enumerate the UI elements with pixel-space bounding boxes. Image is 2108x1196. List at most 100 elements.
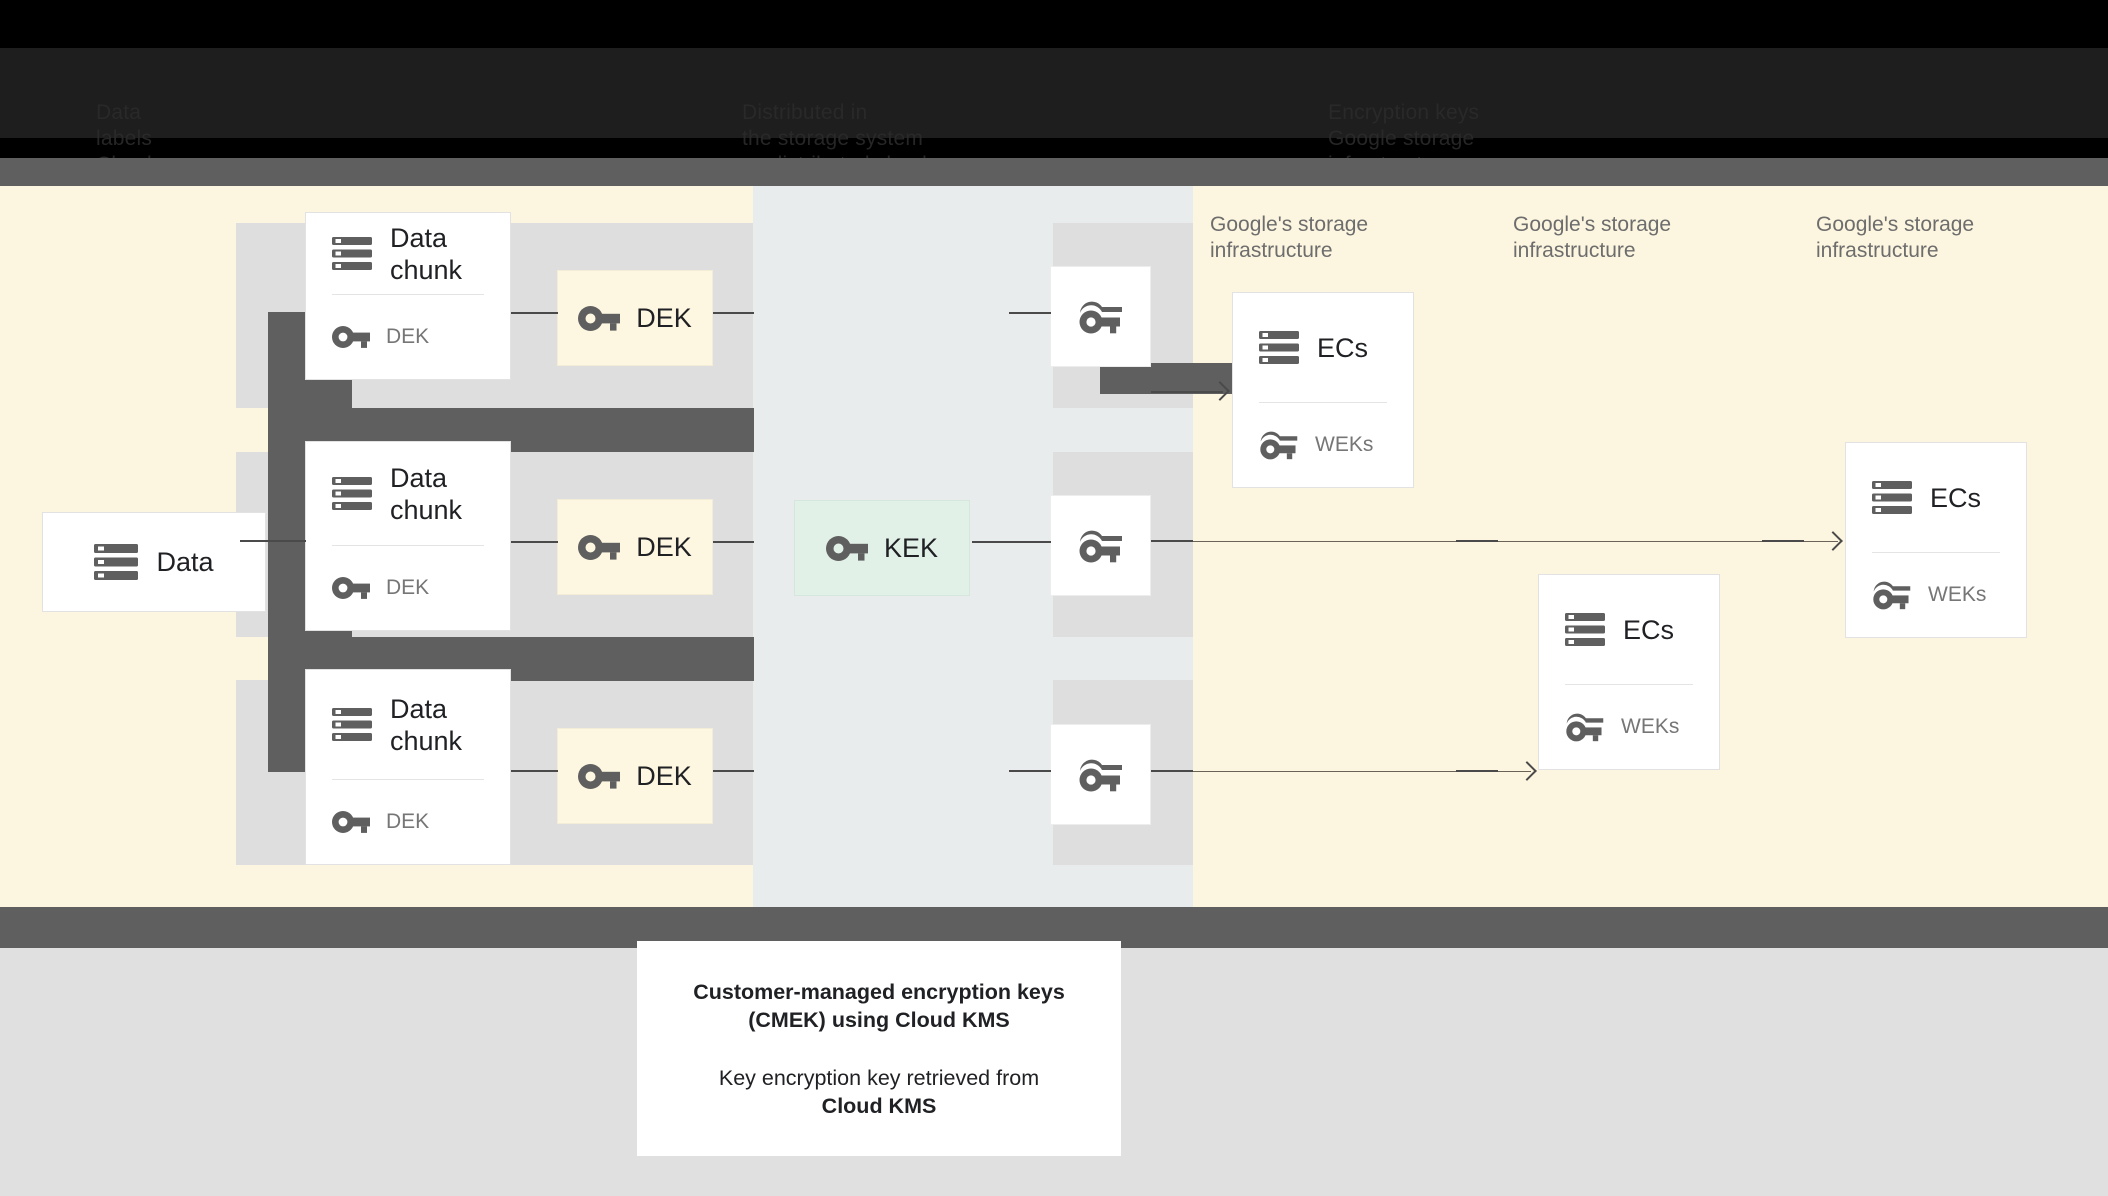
- card-ecs-3[interactable]: ECs WEKs: [1845, 442, 2027, 638]
- card-data-chunk-2[interactable]: Data chunk DEK: [305, 441, 511, 631]
- key-icon: [332, 576, 370, 600]
- card-ecs-2-title: ECs: [1623, 614, 1675, 645]
- card-ecs-1-divider: [1259, 402, 1387, 403]
- key-icon: [825, 535, 868, 562]
- card-ecs-3-divider: [1872, 552, 2000, 553]
- card-chunk-1-divider: [332, 294, 484, 295]
- arrow-stub-to-ecs-2a: [1151, 770, 1193, 772]
- card-chunk-2-top: Data chunk: [306, 442, 510, 545]
- card-ecs-1-top: ECs: [1233, 293, 1413, 402]
- key-icon: [332, 810, 370, 834]
- card-data-chunk-3[interactable]: Data chunk DEK: [305, 669, 511, 865]
- kek-box[interactable]: KEK: [794, 500, 970, 596]
- header-col1-line2: labels: [96, 127, 153, 150]
- header-obscured-text: Data labels Cloud Distributed in the sto…: [0, 48, 2108, 176]
- dek-label-2: DEK: [636, 531, 692, 562]
- wrapped-key-icon: [1565, 712, 1605, 742]
- server-icon: [332, 237, 372, 270]
- header-col2-line2: the storage system: [742, 127, 924, 150]
- connector-chunk1-dek1: [511, 312, 558, 314]
- dek-label-1: DEK: [636, 302, 692, 333]
- connector-chunk3-dek3: [511, 770, 558, 772]
- connector-data-to-chunks: [240, 540, 306, 542]
- arrow-line-to-ecs-2: [1151, 771, 1531, 772]
- header-col1-line1: Data: [96, 101, 142, 124]
- server-icon: [1565, 613, 1605, 646]
- page-header-band: Data labels Cloud Distributed in the sto…: [0, 0, 2108, 176]
- card-chunk-1-sub: DEK: [386, 325, 430, 348]
- wrapped-key-icon: [1078, 300, 1124, 334]
- card-chunk-2-sub: DEK: [386, 576, 430, 599]
- storage-label-1: Google's storage infrastructure: [1210, 213, 1369, 262]
- arrow-stub-to-ecs-3b: [1456, 540, 1498, 542]
- caption-card: Customer-managed encryption keys (CMEK) …: [637, 941, 1121, 1156]
- connector-kms-wkey-1: [1009, 312, 1051, 314]
- arrow-stub-to-ecs-3c: [1762, 540, 1804, 542]
- card-chunk-2-divider: [332, 545, 484, 546]
- connector-dek1-out: [713, 312, 754, 314]
- server-icon: [1259, 331, 1299, 364]
- card-data-top: Data: [43, 513, 265, 611]
- caption-title-line2: (CMEK) using Cloud KMS: [748, 1007, 1010, 1032]
- card-chunk-1-title: Data chunk: [390, 222, 463, 285]
- dek-box-1[interactable]: DEK: [557, 270, 713, 366]
- wrapped-key-icon: [1078, 529, 1124, 563]
- arrow-line-to-ecs-1: [1151, 391, 1223, 393]
- arrow-stub-to-ecs-2b: [1456, 770, 1498, 772]
- server-icon: [332, 477, 372, 510]
- card-ecs-1[interactable]: ECs WEKs: [1232, 292, 1414, 488]
- wrapped-key-icon: [1259, 430, 1299, 460]
- card-data-title: Data: [156, 547, 214, 577]
- card-chunk-1-top: Data chunk: [306, 213, 510, 294]
- storage-label-3: Google's storage infrastructure: [1816, 213, 1975, 262]
- dek-box-3[interactable]: DEK: [557, 728, 713, 824]
- card-chunk-2-bottom: DEK: [306, 546, 510, 630]
- card-chunk-1-bottom: DEK: [306, 295, 510, 379]
- card-ecs-2-divider: [1565, 684, 1693, 685]
- card-chunk-2-title: Data chunk: [390, 462, 463, 525]
- caption-subtitle: Key encryption key retrieved from Cloud …: [719, 1064, 1039, 1120]
- key-icon: [332, 325, 370, 349]
- connector-kms-wkey-3: [1009, 770, 1051, 772]
- card-data-chunk-1[interactable]: Data chunk DEK: [305, 212, 511, 380]
- wrapped-key-icon: [1078, 758, 1124, 792]
- card-ecs-3-sub: WEKs: [1928, 583, 1987, 606]
- caption-title-line1: Customer-managed encryption keys: [693, 979, 1065, 1004]
- server-icon: [332, 708, 372, 741]
- dek-box-2[interactable]: DEK: [557, 499, 713, 595]
- wrapped-key-tile-1[interactable]: [1050, 266, 1151, 367]
- key-icon: [578, 763, 621, 790]
- card-chunk-3-title: Data chunk: [390, 693, 463, 756]
- top-rail: [0, 158, 2108, 186]
- caption-sub-plain: Key encryption key retrieved from: [718, 1065, 1040, 1090]
- connector-dek2-out: [713, 541, 754, 543]
- card-chunk-3-divider: [332, 779, 484, 780]
- dek-label-3: DEK: [636, 760, 692, 791]
- header-col3-line2: Google storage: [1328, 127, 1475, 150]
- card-ecs-2-top: ECs: [1539, 575, 1719, 684]
- server-icon: [1872, 481, 1912, 514]
- key-icon: [578, 534, 621, 561]
- card-chunk-3-top: Data chunk: [306, 670, 510, 779]
- wrapped-key-icon: [1872, 580, 1912, 610]
- wrapped-key-tile-2[interactable]: [1050, 495, 1151, 596]
- connector-dek3-out: [713, 770, 754, 772]
- card-ecs-1-bottom: WEKs: [1233, 403, 1413, 487]
- card-ecs-3-title: ECs: [1930, 482, 1982, 513]
- key-icon: [578, 305, 621, 332]
- card-ecs-2[interactable]: ECs WEKs: [1538, 574, 1720, 770]
- card-ecs-1-title: ECs: [1317, 332, 1369, 363]
- card-chunk-3-sub: DEK: [386, 810, 430, 833]
- server-icon: [94, 544, 139, 580]
- caption-sub-strong: Cloud KMS: [821, 1093, 937, 1118]
- caption-title: Customer-managed encryption keys (CMEK) …: [693, 978, 1065, 1034]
- card-ecs-1-sub: WEKs: [1315, 433, 1374, 456]
- connector-chunk2-dek2: [511, 541, 558, 543]
- card-chunk-3-bottom: DEK: [306, 780, 510, 864]
- header-col2-line1: Distributed in: [742, 101, 868, 124]
- card-data[interactable]: Data: [42, 512, 266, 612]
- card-ecs-2-bottom: WEKs: [1539, 685, 1719, 769]
- kek-label: KEK: [883, 532, 939, 563]
- wrapped-key-tile-3[interactable]: [1050, 724, 1151, 825]
